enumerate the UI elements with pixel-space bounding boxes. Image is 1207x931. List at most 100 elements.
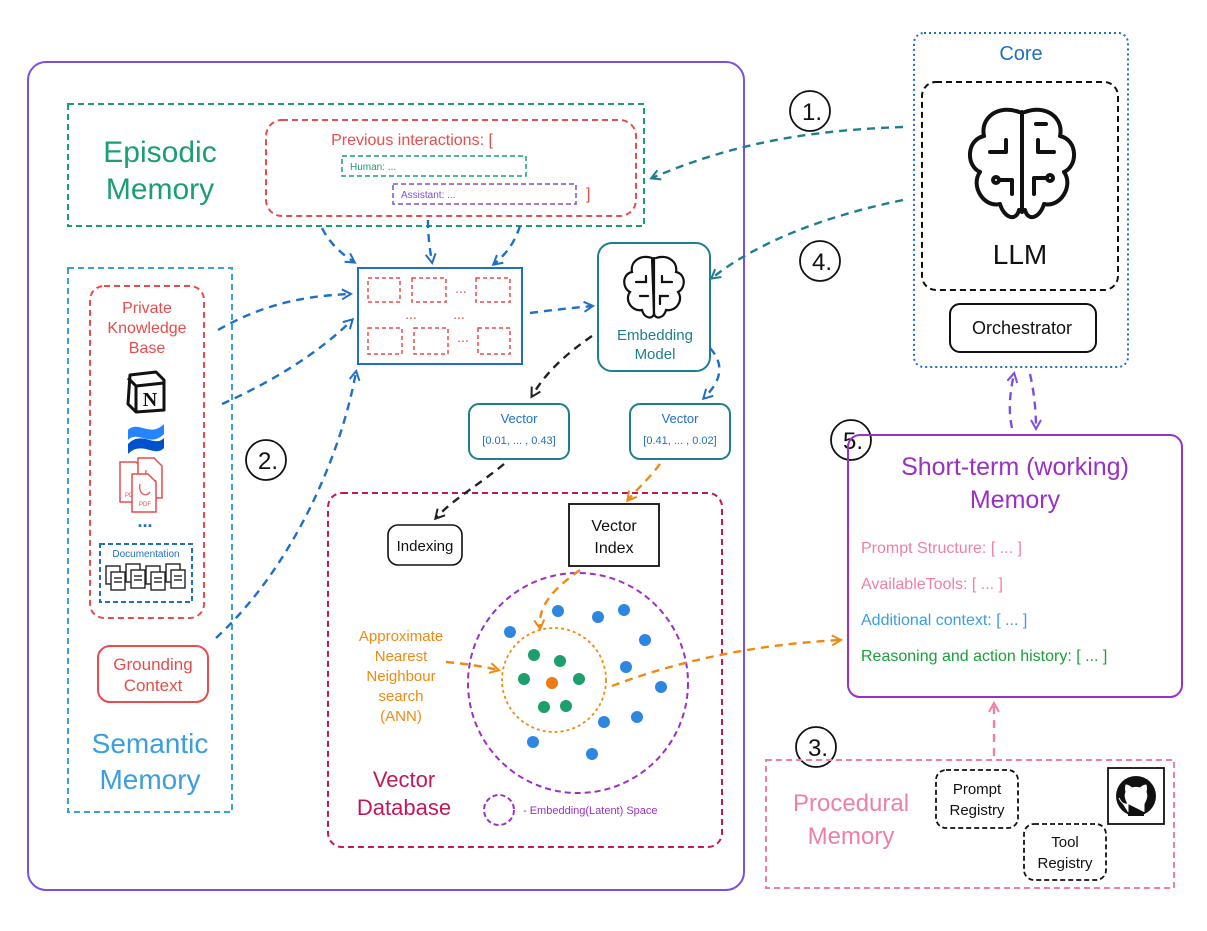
documentation-label: Documentation — [112, 549, 179, 560]
step-2-marker: 2. — [245, 439, 287, 481]
chunk-dots-mid-right: ... — [453, 306, 465, 322]
legend-latent-space-label: - Embedding(Latent) Space — [523, 805, 658, 817]
chunk-box — [477, 327, 511, 355]
vector-index-line2: Index — [594, 540, 633, 557]
arrow-ann-to-short-term — [611, 640, 840, 688]
brain-icon — [968, 107, 1076, 220]
assistant-message-label: Assistant: ... — [401, 190, 455, 201]
chunk-dots-bottom: ... — [457, 329, 469, 345]
vector-label: Vector — [662, 411, 700, 426]
arrow-vector-1-to-indexing — [436, 463, 505, 518]
chunk-box — [367, 327, 403, 355]
episodic-title-line2: Memory — [106, 173, 214, 206]
chunk-box — [413, 327, 449, 355]
short-term-title-line1: Short-term (working) — [901, 453, 1129, 481]
arrow-core-to-episodic — [652, 125, 904, 178]
brain-icon — [623, 255, 685, 319]
ann-neighbourhood — [501, 627, 607, 733]
prompt-registry-box — [935, 769, 1019, 829]
arrow-docs-to-chunks — [221, 320, 352, 406]
indexing-label: Indexing — [397, 538, 454, 555]
reasoning-history-line: Reasoning and action history: [ ... ] — [861, 648, 1107, 665]
human-message-label: Human: ... — [350, 162, 396, 173]
tool-registry-box — [1023, 823, 1107, 881]
vector-box-2: Vector [0.41, ... , 0.02] — [629, 403, 731, 460]
procedural-memory-section: Procedural Memory Prompt Registry Tool R… — [765, 759, 1175, 889]
vector-value: [0.41, ... , 0.02] — [643, 435, 716, 447]
additional-context-line: Additional context: [ ... ] — [861, 612, 1027, 629]
chunk-box — [367, 277, 401, 303]
pkb-line2: Knowledge — [107, 320, 186, 337]
llm-box — [921, 81, 1119, 291]
legend-latent-space-symbol — [483, 794, 515, 826]
assistant-message-box — [392, 183, 577, 205]
documents-stack-icon — [105, 563, 186, 591]
arrow-index-to-ann — [540, 569, 581, 628]
ann-line5: (ANN) — [380, 708, 422, 725]
documentation-box — [99, 543, 193, 603]
arrow-vector-2-to-index — [628, 463, 661, 500]
tool-registry-line1: Tool — [1051, 834, 1079, 851]
ann-line2: Nearest — [375, 648, 428, 665]
vector-box-1: Vector [0.01, ... , 0.43] — [468, 403, 570, 460]
arrow-short-term-to-orchestrator — [1010, 374, 1014, 429]
chunk-box — [475, 277, 511, 303]
chunk-box — [411, 277, 447, 303]
vector-db-title-line1: Vector — [373, 767, 435, 792]
pdf-files-icon: PDF PDF — [119, 457, 163, 513]
chunk-dots-mid-left: ... — [405, 306, 417, 322]
llm-label: LLM — [993, 239, 1047, 270]
pkb-line1: Private — [122, 300, 172, 317]
vector-database-section: Indexing Vector Index Approxim — [327, 492, 723, 848]
indexing-box — [387, 524, 463, 566]
pkb-line3: Base — [129, 340, 166, 357]
ann-line3: Neighbour — [366, 668, 435, 685]
step-5-label: 5. — [843, 428, 863, 455]
arrow-episodic-to-chunks-3 — [494, 225, 522, 264]
arrow-grounding-to-chunks — [215, 372, 356, 639]
episodic-memory-section: Episodic Memory Previous interactions: [… — [67, 103, 645, 227]
step-3-label: 3. — [808, 735, 828, 762]
prompt-structure-line: Prompt Structure: [ ... ] — [861, 540, 1022, 557]
arrow-embedding-to-vector-2 — [704, 347, 721, 398]
arrow-episodic-to-chunks-1 — [320, 227, 354, 262]
arrow-embedding-to-vector-1 — [532, 335, 593, 396]
chunks-container: ... ... ... ... — [357, 267, 523, 365]
semantic-title-line2: Memory — [99, 764, 200, 795]
previous-interactions-box — [265, 119, 637, 217]
step-1-label: 1. — [802, 99, 822, 126]
flow-arrows — [215, 125, 1036, 756]
long-term-memory-container — [27, 61, 745, 891]
core-title: Core — [999, 43, 1042, 65]
private-knowledge-base-box — [89, 285, 205, 619]
ann-line1: Approximate — [359, 628, 443, 645]
arrow-episodic-to-chunks-2 — [428, 219, 432, 262]
arrow-ann-label-to-points — [445, 660, 498, 670]
arrow-orchestrator-to-short-term — [1028, 373, 1036, 428]
vector-label: Vector — [501, 411, 539, 426]
step-3-marker: 3. — [795, 726, 837, 768]
confluence-logo-icon — [128, 424, 164, 454]
close-bracket: ] — [586, 186, 590, 203]
step-4-marker: 4. — [799, 240, 841, 282]
tool-registry-line2: Registry — [1037, 855, 1093, 872]
orchestrator-box — [949, 303, 1097, 353]
chunk-dots-top: ... — [455, 280, 467, 296]
short-term-memory-section: Short-term (working) Memory Prompt Struc… — [847, 434, 1183, 698]
available-tools-line: AvailableTools: [ ... ] — [861, 576, 1003, 593]
embedding-latent-space — [467, 572, 689, 794]
step-1-marker: 1. — [789, 90, 831, 132]
arrow-core-to-embedding — [712, 198, 904, 278]
grounding-line1: Grounding — [113, 655, 192, 674]
prompt-registry-line1: Prompt — [953, 781, 1002, 798]
previous-interactions-label: Previous interactions: [ — [331, 132, 493, 149]
vector-value: [0.01, ... , 0.43] — [482, 435, 555, 447]
core-section: Core LLM Orchestrator — [913, 32, 1129, 368]
ann-line4: search — [378, 688, 423, 705]
more-sources-ellipsis: ... — [137, 511, 152, 531]
step-4-label: 4. — [812, 249, 832, 276]
episodic-title-line1: Episodic — [103, 136, 216, 169]
procedural-title-line2: Memory — [808, 823, 895, 850]
step-2-label: 2. — [258, 448, 278, 475]
